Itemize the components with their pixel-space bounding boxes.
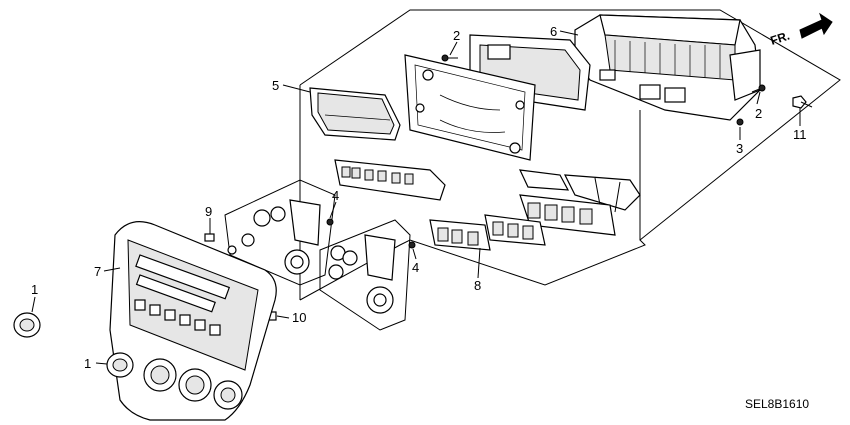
callout-1-knob-bottom: 1 — [84, 356, 91, 371]
assembly-boundary — [299, 9, 841, 301]
screw-e — [408, 241, 416, 249]
callout-2-screw-right: 2 — [755, 106, 762, 121]
callout-10: 10 — [292, 310, 306, 325]
control-switch-group-center — [319, 219, 411, 331]
callout-6: 6 — [550, 24, 557, 39]
button-panel-right — [519, 194, 616, 236]
push-button-set — [429, 214, 546, 251]
control-switch-group-left — [224, 179, 336, 286]
audio-unit-chassis — [574, 14, 761, 121]
display-unit — [309, 87, 401, 141]
control-circuit-board — [404, 54, 536, 161]
screw-d — [326, 218, 334, 226]
bolt — [792, 95, 813, 109]
screw-b — [751, 84, 766, 93]
leader-lines — [31, 30, 801, 365]
small-lens — [518, 169, 570, 191]
callout-9: 9 — [205, 204, 212, 219]
rear-bracket-frame — [469, 34, 591, 111]
screw-a — [441, 54, 458, 62]
callout-5: 5 — [272, 78, 279, 93]
callout-4-upper: 4 — [332, 188, 339, 203]
callout-4-lower: 4 — [412, 260, 419, 275]
callout-7: 7 — [94, 264, 101, 279]
callout-3: 3 — [736, 141, 743, 156]
clip-part — [204, 233, 215, 242]
callout-8: 8 — [474, 278, 481, 293]
diagram-code: SEL8B1610 — [745, 397, 809, 411]
switch-strip — [334, 159, 446, 201]
screw-c — [736, 118, 744, 126]
callout-11: 11 — [793, 127, 807, 142]
knob-left — [13, 312, 41, 338]
button-bracket — [563, 174, 641, 213]
knob-bottom — [106, 352, 134, 378]
front-direction-arrow: FR. — [769, 12, 833, 48]
center-panel — [109, 221, 277, 421]
callout-1-knob-left: 1 — [31, 282, 38, 297]
callout-2-screw-top: 2 — [453, 28, 460, 43]
direction-label: FR. — [769, 29, 792, 48]
